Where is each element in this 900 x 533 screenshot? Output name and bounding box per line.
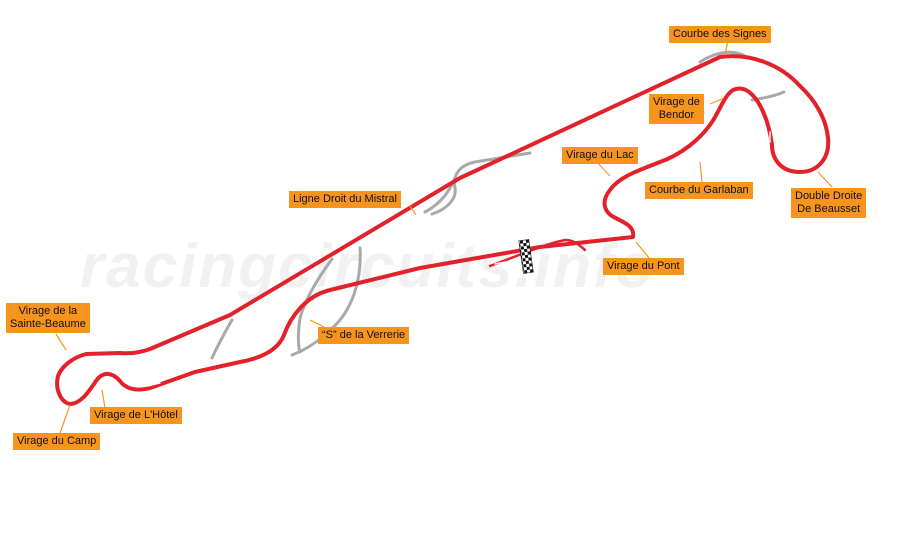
checkered-flag-icon (518, 239, 534, 274)
marker-straight (494, 261, 506, 265)
leader-pont (635, 241, 651, 260)
label-virage-du-pont: Virage du Pont (603, 258, 684, 275)
track-markers (147, 131, 771, 387)
label-double-droite-line1: Double Droite (795, 190, 863, 202)
leader-verrerie (309, 319, 325, 328)
main-circuit-path (55, 54, 831, 406)
leader-camp (59, 404, 71, 434)
old-short-link-1 (297, 257, 334, 354)
label-virage-du-camp: Virage du Camp (13, 433, 101, 450)
leader-sainte-beaume (55, 333, 67, 351)
label-virage-de-la-sainte-beaume: Virage de la Sainte-Beaume (6, 303, 90, 333)
label-double-droite-line2: De Beausset (797, 203, 861, 215)
label-virage-de-bendor: Virage de Bendor (649, 94, 704, 124)
leader-garlaban (699, 161, 703, 183)
old-chicane-mistral (430, 151, 532, 216)
pit-lane (488, 238, 587, 268)
label-virage-de-lhotel: Virage de L'Hôtel (90, 407, 182, 424)
label-sainte-beaume-line1: Virage de la (18, 305, 78, 317)
main-circuit (55, 54, 831, 406)
label-virage-du-lac: Virage du Lac (562, 147, 638, 164)
marker-mistral (393, 218, 405, 226)
label-courbe-des-signes: Courbe des Signes (669, 26, 771, 43)
leader-bendor (709, 97, 725, 105)
leader-beausset (817, 171, 833, 188)
marker-hotel (147, 382, 161, 387)
pit-lane-path (488, 238, 587, 268)
label-sainte-beaume-line2: Sainte-Beaume (10, 318, 86, 330)
label-s-de-la-verrerie: “S” de la Verrerie (318, 327, 410, 344)
label-virage-de-bendor-line1: Virage de (653, 96, 700, 108)
label-leaders (55, 39, 833, 434)
label-courbe-du-garlaban: Courbe du Garlaban (645, 182, 753, 199)
leader-mistral (409, 205, 417, 216)
label-virage-de-bendor-line2: Bendor (658, 109, 695, 121)
label-ligne-droit-du-mistral: Ligne Droit du Mistral (289, 191, 401, 208)
label-double-droite: Double Droite De Beausset (791, 188, 867, 218)
old-short-link-3 (210, 318, 234, 360)
leader-hotel (101, 389, 106, 409)
